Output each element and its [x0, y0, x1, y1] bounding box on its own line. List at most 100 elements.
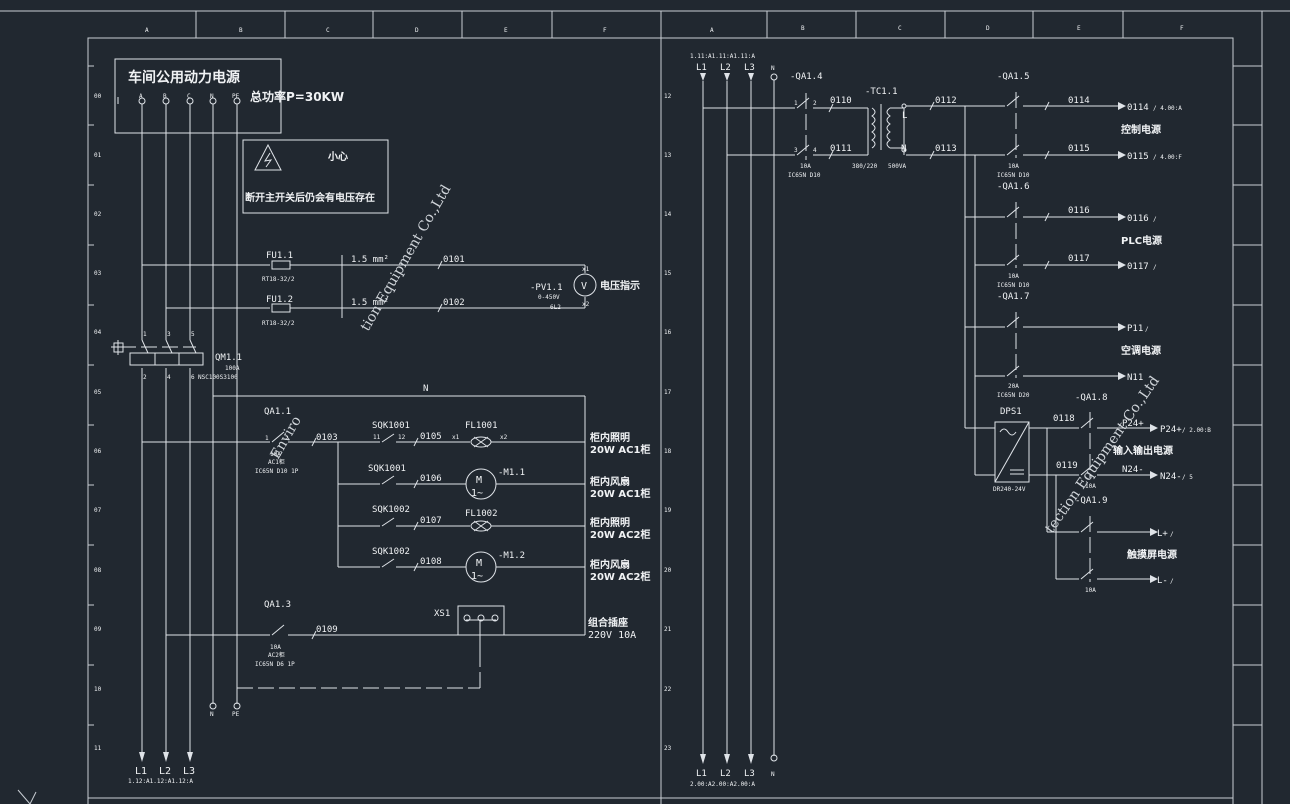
transformer-tag: -TC1.1 — [865, 87, 898, 97]
voltmeter-term: x1 — [582, 266, 590, 273]
voltmeter-v-icon: V — [581, 281, 587, 292]
voltmeter-term: x2 — [582, 301, 590, 308]
phase-label: L3 — [744, 63, 755, 73]
transformer-l: L — [902, 111, 907, 121]
motor-phase-icon: 1~ — [471, 571, 483, 582]
ps-tag: DPS1 — [1000, 407, 1022, 417]
breaker-model: IC65N D10 — [997, 282, 1030, 289]
breaker-usage: AC2柜 — [268, 651, 285, 659]
breaker-rating: 10A — [1085, 587, 1096, 594]
title-box: 车间公用动力电源 总功率P=30KW — [114, 58, 344, 134]
output-ref: / 4.00:F — [1153, 154, 1182, 161]
high-voltage-icon — [254, 143, 282, 171]
output-label: N24- — [1160, 472, 1182, 482]
circuit-label: 输入输出电源 — [1113, 444, 1173, 457]
column-labels: A B C D E F A B C D E F — [145, 25, 1184, 34]
output-label: L+ — [1157, 529, 1168, 539]
fuse-net: 0102 — [443, 298, 465, 308]
phase-out-label: L3 — [744, 769, 755, 779]
phase-lines: L1 L2 L3 1.12:A1.12:A1.12:A N PE — [128, 104, 241, 785]
load-label: 柜内照明 — [589, 516, 630, 529]
warning-text: 断开主开关后仍会有电压存在 — [245, 191, 375, 204]
col-label: E — [504, 27, 508, 34]
col-label: D — [415, 27, 419, 34]
socket-tag: XS1 — [434, 609, 450, 619]
col-label: F — [1180, 25, 1184, 32]
term-label: 11 — [373, 434, 381, 441]
breaker-tag: -QA1.6 — [997, 182, 1030, 192]
row-label: 04 — [94, 329, 102, 336]
row-label: 20 — [664, 567, 672, 574]
warning-caption: 小心 — [327, 150, 348, 163]
net-label: 0110 — [830, 96, 852, 106]
net-label: 0109 — [316, 625, 338, 635]
fuse-wire: 1.5 mm² — [351, 298, 389, 308]
pole-number: 3 — [794, 147, 798, 154]
switch-tag: SQK1001 — [368, 464, 406, 474]
output-ref: / — [1170, 531, 1174, 538]
fuse-tag: FU1.1 — [266, 251, 293, 261]
col-label: A — [710, 27, 714, 34]
breaker-model: IC65N D10 — [997, 172, 1030, 179]
breaker-qa15: -QA1.5 10A IC65N D10 0114 0115 0114 / 4.… — [997, 72, 1182, 179]
pole-number: 1 — [143, 331, 147, 338]
term-label: x2 — [500, 434, 508, 441]
net-label: 0114 — [1068, 96, 1090, 106]
phase-out-label: L2 — [159, 766, 171, 777]
row-label: 13 — [664, 152, 672, 159]
row-label: 08 — [94, 567, 102, 574]
pole-number: 3 — [167, 331, 171, 338]
net-label: 0108 — [420, 557, 442, 567]
voltmeter-model: 6L2 — [550, 304, 561, 311]
breaker-tag: QM1.1 — [215, 353, 242, 363]
breaker-model: IC65N D10 — [788, 172, 821, 179]
net-label: 0111 — [830, 144, 852, 154]
bus-label: N — [210, 93, 214, 100]
transformer-tc11: -TC1.1 380/220 500VA L N 0112 0113 — [852, 87, 975, 170]
socket-rating: 220V 10A — [588, 630, 636, 641]
bus-label: C — [187, 93, 191, 100]
pole-number: 2 — [285, 435, 289, 442]
row-label: 03 — [94, 270, 102, 277]
breaker-rating: 10A — [800, 163, 811, 170]
warning-box: 小心 断开主开关后仍会有电压存在 — [242, 139, 389, 214]
output-ref: / — [1145, 326, 1149, 333]
load-tag: -M1.1 — [498, 468, 525, 478]
net-label: 0103 — [316, 433, 338, 443]
breaker-rating: 10A — [270, 451, 281, 458]
breaker-model: NSC100S3100 — [198, 374, 238, 381]
phase-out-label: L1 — [696, 769, 707, 779]
pe-out-label: PE — [232, 711, 240, 718]
pole-number: 5 — [191, 331, 195, 338]
voltmeter-label: 电压指示 — [600, 279, 640, 292]
pole-number: 6 — [191, 374, 195, 381]
load-tag: FL1002 — [465, 509, 498, 519]
breaker-model: IC65N D6 1P — [255, 661, 295, 668]
breaker-tag: -QA1.8 — [1075, 393, 1108, 403]
switch-tag: SQK1002 — [372, 547, 410, 557]
fuse-tag: FU1.2 — [266, 295, 293, 305]
breaker-tag: -QA1.5 — [997, 72, 1030, 82]
breaker-qa14: -QA1.4 10A IC65N D10 0110 0111 1 2 3 4 — [703, 72, 868, 179]
main-breaker-qm11: 1 3 5 2 4 6 QM1.1 100A NSC100S3100 — [111, 331, 242, 381]
col-label: B — [801, 25, 805, 32]
ps-model: DR240-24V — [993, 486, 1026, 493]
breaker-qa16: -QA1.6 10A IC65N D10 0116 0117 0116 / 01… — [997, 182, 1162, 289]
breaker-tag: -QA1.9 — [1075, 496, 1108, 506]
breaker-tag: -QA1.4 — [790, 72, 823, 82]
n-out-label: N — [210, 711, 214, 718]
incoming-bus: A B C N PE — [117, 93, 241, 105]
fuse-model: RT18-32/2 — [262, 320, 295, 327]
output-label: P24+ — [1160, 425, 1182, 435]
col-label: C — [898, 25, 902, 32]
net-label: 0107 — [420, 516, 442, 526]
col-label: F — [603, 27, 607, 34]
breaker-qa11: QA1.1 1 2 10A AC1柜 IC65N D10 1P 0103 — [142, 407, 338, 475]
right-incoming: 1.11:A1.11:A1.11:A L1 L2 L3 N L1 L2 L3 N… — [690, 53, 778, 788]
breaker-rating: 100A — [225, 365, 240, 372]
motor-phase-icon: 1~ — [471, 488, 483, 499]
output-ref: / 2.00:B — [1182, 427, 1211, 434]
output-ref: / — [1153, 216, 1157, 223]
output-ref: / — [1153, 264, 1157, 271]
